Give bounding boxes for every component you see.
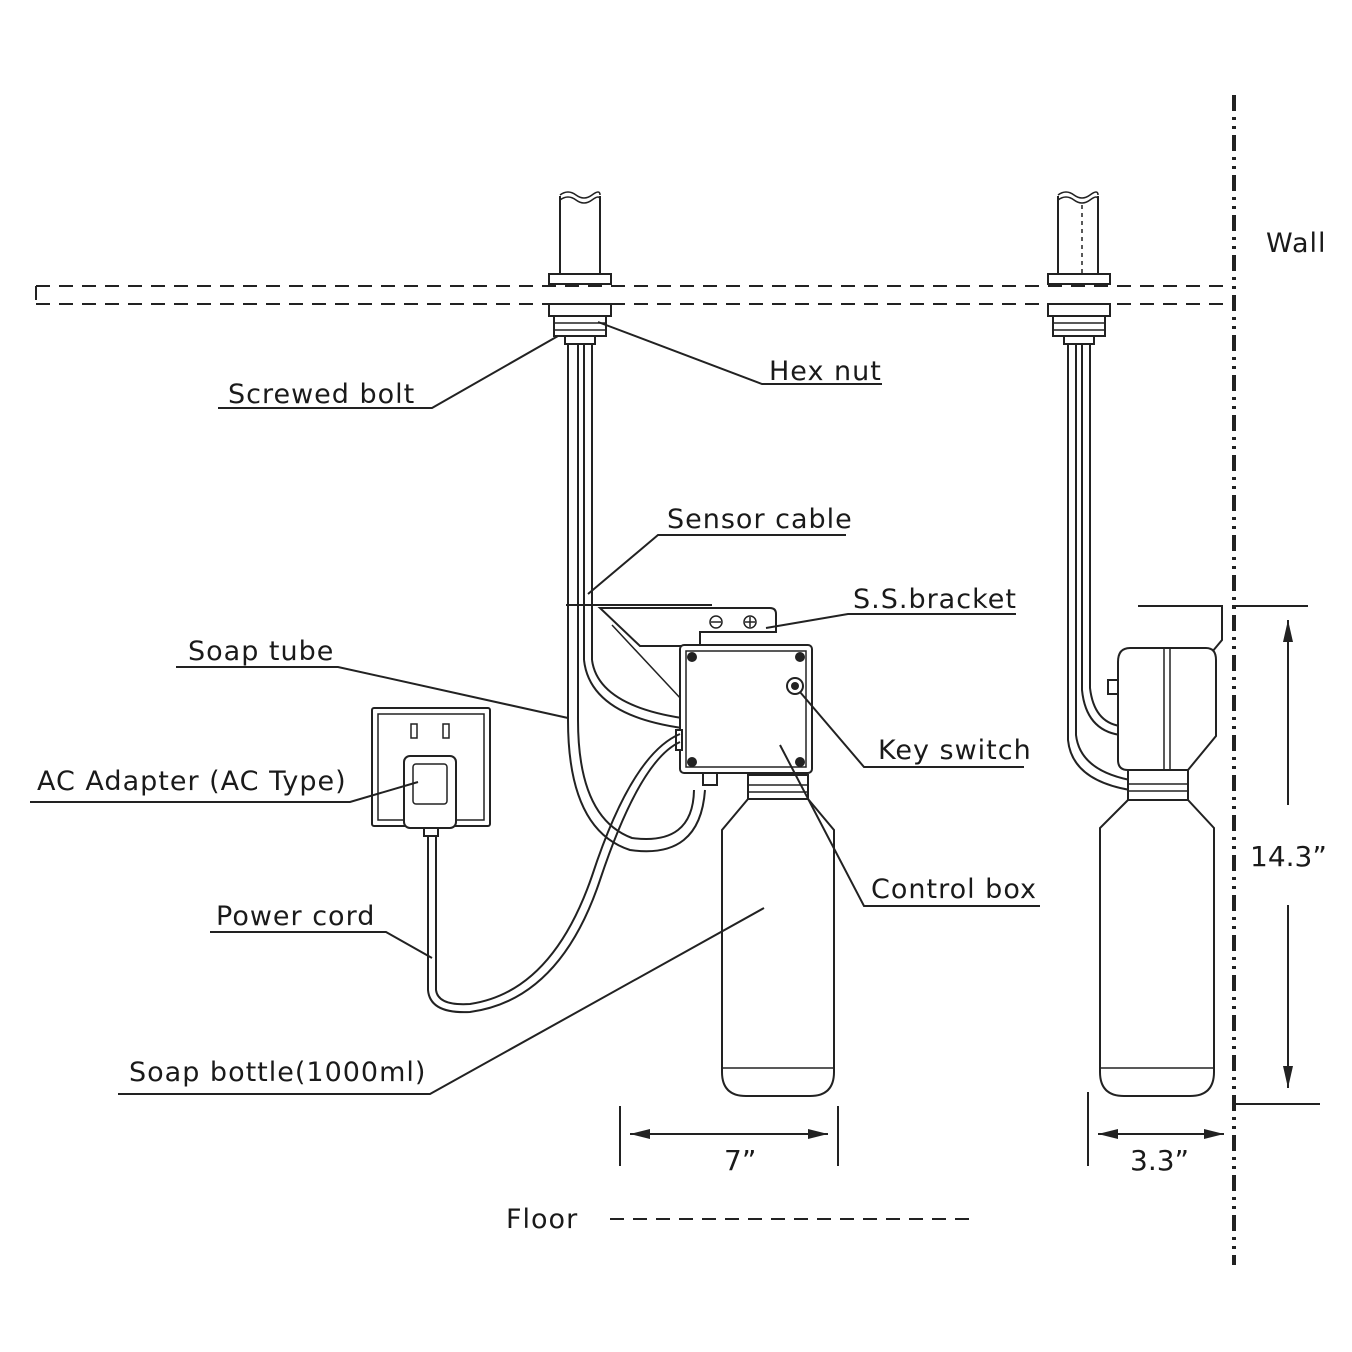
wall-label: Wall — [1266, 228, 1327, 259]
side-soap-bottle — [1099, 769, 1215, 1097]
soap-tube-label: Soap tube — [188, 636, 334, 667]
sensor-cable — [583, 659, 683, 729]
floor-label: Floor — [506, 1204, 578, 1235]
front-spout — [548, 191, 612, 720]
soap-bottle — [721, 774, 835, 1097]
hex-nut-label: Hex nut — [769, 356, 882, 387]
dimension-width — [619, 1106, 839, 1166]
ac-adapter-label: AC Adapter (AC Type) — [37, 766, 347, 797]
ss-bracket — [566, 604, 777, 701]
depth-dimension-label: 3.3” — [1130, 1144, 1189, 1177]
countertop-lines — [35, 285, 1232, 305]
sensor-cable-label: Sensor cable — [667, 504, 853, 535]
width-dimension-label: 7” — [724, 1144, 756, 1177]
screwed-bolt-label: Screwed bolt — [228, 379, 415, 410]
side-bracket-and-box — [1107, 605, 1223, 771]
power-cord-label: Power cord — [216, 901, 375, 932]
dimension-depth — [1087, 1092, 1224, 1166]
soap-tube — [567, 719, 706, 853]
power-cord — [427, 733, 681, 1014]
height-dimension-label: 14.3” — [1250, 840, 1327, 873]
key-switch-label: Key switch — [878, 735, 1032, 766]
dimension-height — [1232, 605, 1320, 1105]
control-box-label: Control box — [871, 874, 1037, 905]
control-box — [675, 644, 813, 786]
ac-adapter — [371, 707, 491, 837]
soap-bottle-label: Soap bottle(1000ml) — [129, 1057, 426, 1088]
leader-lines — [30, 321, 1040, 1095]
ss-bracket-label: S.S.bracket — [853, 584, 1017, 615]
side-spout — [1047, 191, 1131, 791]
